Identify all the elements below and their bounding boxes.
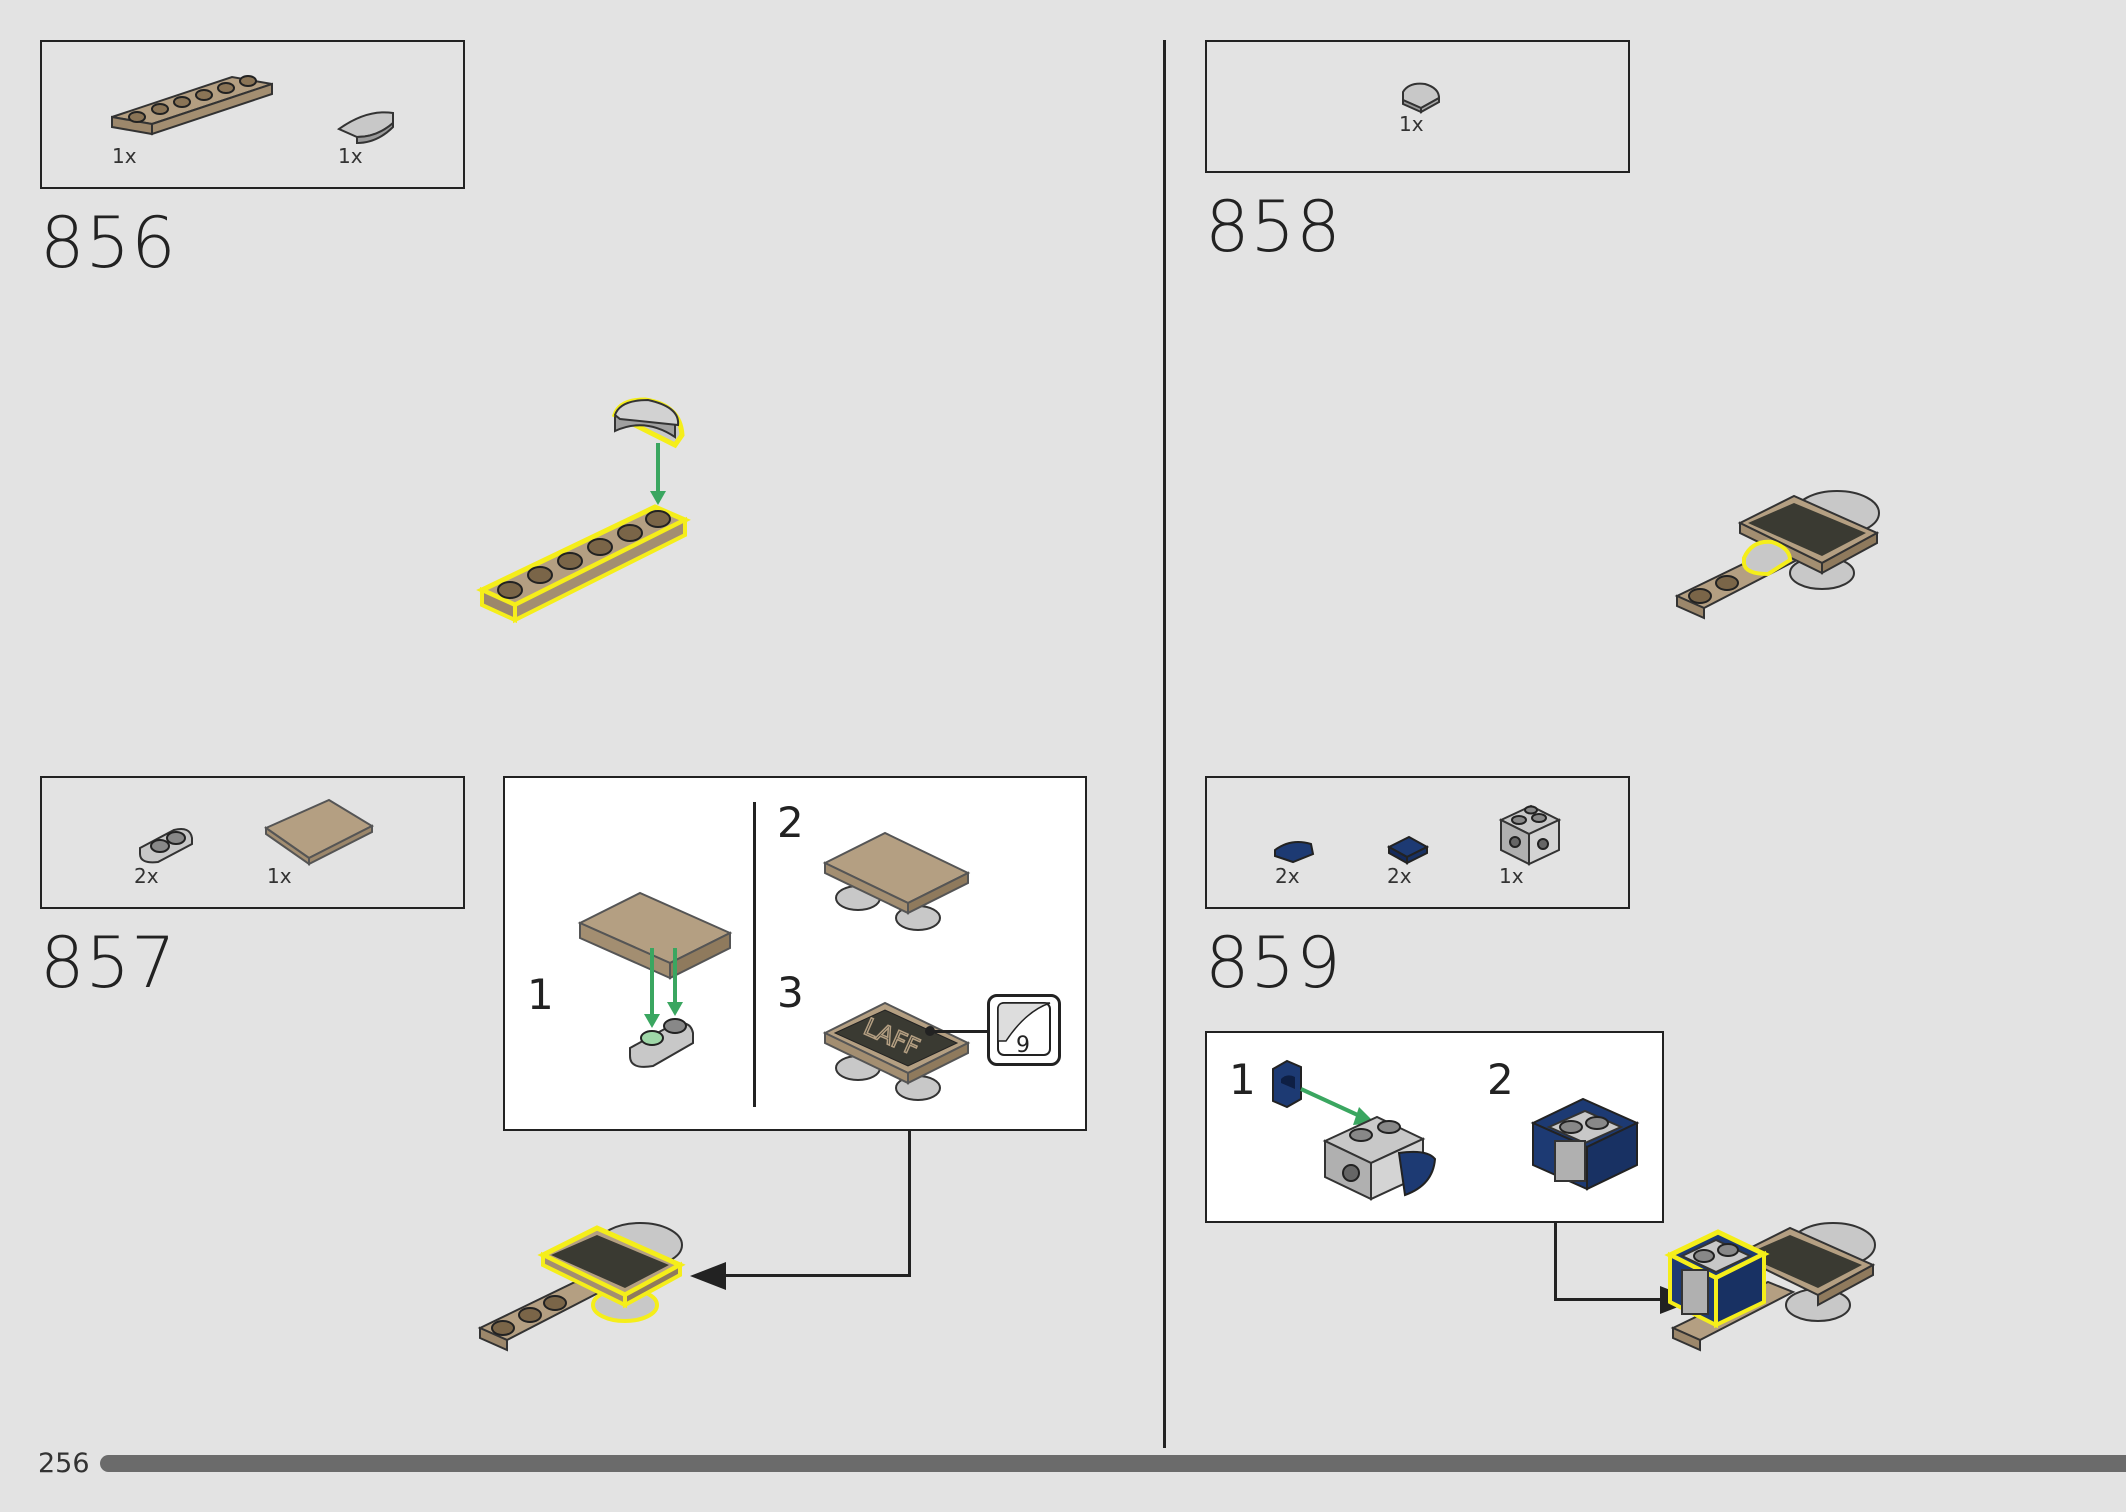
substep-number: 2 <box>777 798 804 847</box>
callout-connector-vertical <box>908 1131 911 1276</box>
substep-callout-859: 1 2 <box>1205 1031 1664 1223</box>
page-number: 256 <box>38 1448 90 1479</box>
substep-number: 1 <box>1229 1055 1256 1104</box>
substep-1-art <box>1272 1059 1437 1201</box>
part-count: 1x <box>1499 864 1524 888</box>
substep-callout-857: 1 2 3 LAFF 9 <box>503 776 1087 1131</box>
substep-number: 3 <box>777 968 804 1017</box>
callout-connector-horizontal <box>1554 1298 1664 1301</box>
sticker-peel-icon <box>997 1002 1051 1056</box>
tan-plate-1x6-icon <box>111 75 273 136</box>
part-count: 2x <box>1387 864 1412 888</box>
step-number-859: 859 <box>1205 922 1342 1004</box>
parts-list-856: 1x 1x <box>40 40 465 189</box>
step-number-857: 857 <box>40 922 177 1004</box>
substep-2-art <box>1530 1097 1640 1191</box>
part-count: 2x <box>1275 864 1300 888</box>
gray-half-round-tile-icon <box>336 111 394 145</box>
callout-connector-vertical <box>1554 1223 1557 1301</box>
sticker-leader-line <box>929 1030 987 1033</box>
step-857-assembly <box>477 1222 686 1352</box>
part-count: 2x <box>134 864 159 888</box>
step-856-assembly <box>476 397 691 624</box>
blue-curved-slope-icon <box>1274 841 1315 864</box>
part-count: 1x <box>112 144 137 168</box>
blue-tile-icon <box>1386 835 1430 865</box>
step-number-858: 858 <box>1205 186 1342 268</box>
gray-quarter-round-tile-icon <box>1402 82 1441 114</box>
parts-list-859: 2x 2x 1x <box>1205 776 1630 909</box>
callout-connector-horizontal <box>718 1274 911 1277</box>
substep-3-art: LAFF <box>822 1001 971 1101</box>
substep-number: 1 <box>527 970 554 1019</box>
progress-bar <box>100 1455 2126 1472</box>
sticker-reference-box: 9 <box>987 994 1061 1066</box>
part-count: 1x <box>267 864 292 888</box>
parts-list-857: 2x 1x <box>40 776 465 909</box>
part-count: 1x <box>1399 112 1424 136</box>
step-858-assembly <box>1674 490 1880 620</box>
gray-brick-with-studs-icon <box>1498 804 1562 866</box>
sticker-number: 9 <box>1016 1033 1030 1058</box>
substep-number: 2 <box>1487 1055 1514 1104</box>
substep-2-art <box>822 831 971 931</box>
parts-list-858: 1x <box>1205 40 1630 173</box>
page-divider <box>1163 40 1166 1448</box>
sticker-leader-dot <box>925 1026 935 1036</box>
gray-plate-1x2-rounded-icon <box>139 828 193 864</box>
substep-1-art <box>577 891 733 1068</box>
step-859-assembly <box>1664 1222 1876 1352</box>
tan-tile-icon <box>263 798 375 866</box>
substep-divider <box>753 802 756 1107</box>
callout-arrowhead <box>690 1262 726 1290</box>
step-number-856: 856 <box>40 202 177 284</box>
part-count: 1x <box>338 144 363 168</box>
